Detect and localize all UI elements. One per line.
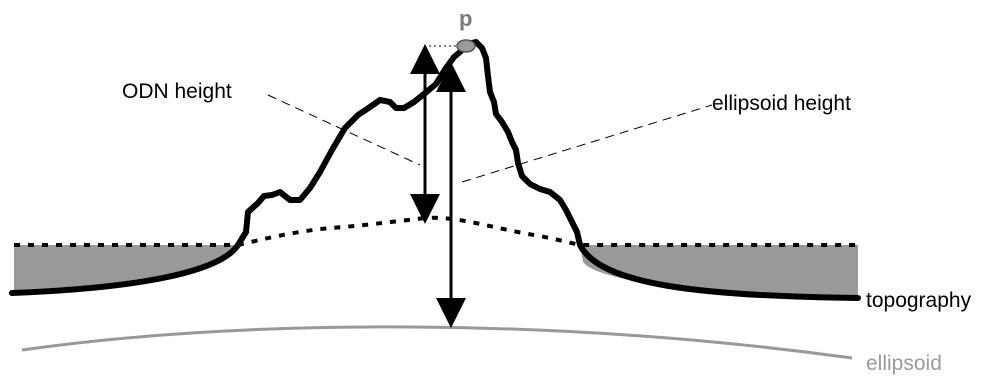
- topography-line: [9, 39, 861, 301]
- ellipsoid-height-callout-line: [461, 104, 713, 183]
- left-sea-area: [14, 245, 238, 292]
- ellipsoid-label: ellipsoid: [866, 352, 942, 375]
- geoid-dotted-line: [14, 215, 858, 247]
- ellipsoid-height-label: ellipsoid height: [712, 92, 851, 115]
- point-p-marker: [456, 39, 476, 53]
- ellipsoid-line: [21, 325, 853, 360]
- odn-height-callout-line: [267, 94, 421, 166]
- right-sea-area: [580, 245, 858, 298]
- odn-height-label: ODN height: [122, 80, 232, 103]
- point-p-label: p: [459, 6, 472, 31]
- topography-label: topography: [866, 289, 972, 312]
